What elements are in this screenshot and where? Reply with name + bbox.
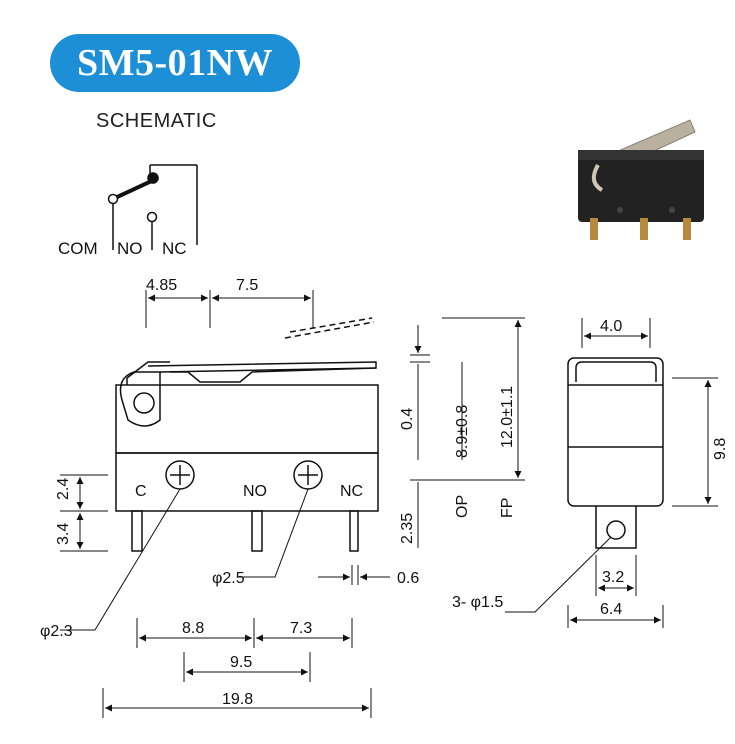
schematic-heading: SCHEMATIC xyxy=(96,110,217,132)
pin-nc-label: NC xyxy=(340,483,363,500)
end-view-dimension-lines xyxy=(505,318,718,628)
dim-8-8: 8.8 xyxy=(182,620,204,637)
product-photo xyxy=(578,119,704,240)
dim-4-0: 4.0 xyxy=(600,318,622,335)
dim-4-85: 4.85 xyxy=(146,277,177,294)
dim-3-2: 3.2 xyxy=(602,569,624,586)
schematic-nc-label: NC xyxy=(162,239,187,258)
model-title: SM5-01NW xyxy=(76,42,274,84)
dim-6-4: 6.4 xyxy=(600,601,622,618)
op-label: OP xyxy=(454,495,471,518)
dim-hole-2-3: φ2.3 xyxy=(40,623,73,640)
dim-19-8: 19.8 xyxy=(222,691,253,708)
dim-7-3: 7.3 xyxy=(290,620,312,637)
dim-0-4: 0.4 xyxy=(399,408,416,430)
dim-3-hole-1-5: 3- φ1.5 xyxy=(452,594,503,611)
dim-9-8: 9.8 xyxy=(712,438,729,460)
dim-0-6: 0.6 xyxy=(397,570,419,587)
title-badge: SM5-01NW xyxy=(50,34,300,92)
schematic-no-label: NO xyxy=(117,239,143,258)
dim-fp-12-0: 12.0±1.1 xyxy=(499,386,516,448)
dim-7-5: 7.5 xyxy=(236,277,258,294)
dim-op-8-9: 8.9±0.8 xyxy=(454,405,471,458)
fp-label: FP xyxy=(499,498,516,518)
dim-2-35: 2.35 xyxy=(399,513,416,544)
pin-no-label: NO xyxy=(243,483,267,500)
dim-3-4: 3.4 xyxy=(55,523,72,545)
pin-c-label: C xyxy=(135,483,147,500)
end-view-outline xyxy=(567,357,664,549)
schematic-com-label: COM xyxy=(58,239,98,258)
dim-2-4: 2.4 xyxy=(55,478,72,500)
side-view-outline xyxy=(115,317,379,552)
schematic-symbol xyxy=(107,164,198,250)
dim-9-5: 9.5 xyxy=(230,654,252,671)
side-view-dimension-lines xyxy=(60,290,390,718)
dim-hole-2-5: φ2.5 xyxy=(212,570,245,587)
height-dimension-lines xyxy=(410,317,525,548)
